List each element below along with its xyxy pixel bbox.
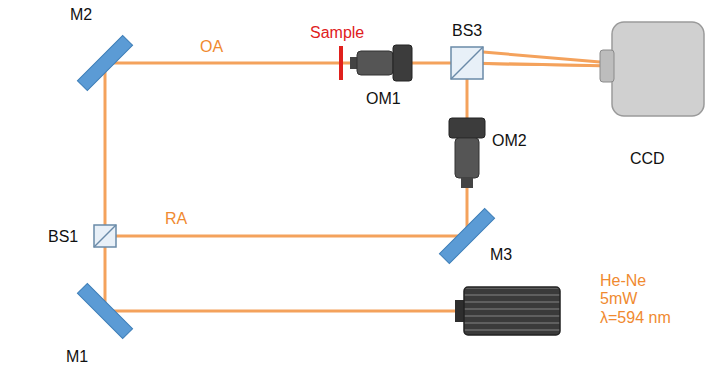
camera-label: CCD [630,150,665,168]
splitter-label: BS1 [48,228,78,246]
objective-lens [449,118,485,188]
sample-label: Sample [310,24,364,42]
laser-beam [105,52,612,311]
beam-label: OA [200,38,223,56]
objective-lens [350,45,412,81]
objective-label: OM2 [492,132,527,150]
mirror-label: M1 [66,348,88,366]
beam-splitter [94,47,483,247]
mirror-label: M3 [490,246,512,264]
laser-label: He-Ne 5mW λ=594 nm [600,272,672,327]
mirror [77,35,494,338]
objective-label: OM1 [366,90,401,108]
sample-slide [339,46,343,80]
mirror-label: M2 [70,6,92,24]
laser-source [455,287,560,335]
beam-label: RA [165,210,187,228]
splitter-label: BS3 [452,22,482,40]
ccd-camera [600,22,704,116]
